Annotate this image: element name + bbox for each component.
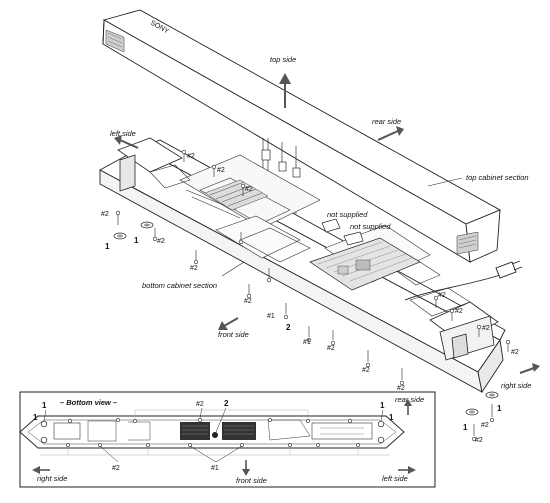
- screw: [246, 284, 252, 299]
- top-side-label: top side: [270, 55, 296, 64]
- top-cabinet-leader: [427, 177, 463, 187]
- callout-h2: #2: [190, 265, 198, 272]
- callout-h2: #2: [187, 153, 195, 160]
- screw: [240, 183, 246, 196]
- callout-h2: #2: [397, 385, 405, 392]
- bottom-view-callout-1-right-lower: 1: [389, 413, 394, 422]
- left-side-arrow: [114, 135, 139, 149]
- callout-h2: #2: [101, 211, 109, 218]
- screw: [476, 324, 482, 337]
- callout-h2: #2: [438, 292, 446, 299]
- foot-left-2: [140, 221, 154, 229]
- callout-h2: #2: [511, 349, 519, 356]
- callout-1: 1: [497, 404, 502, 413]
- callout-h2: #2: [455, 308, 463, 315]
- screws: [115, 149, 511, 442]
- screw: [283, 303, 289, 320]
- callout-1: 1: [105, 242, 110, 251]
- screw: [193, 250, 199, 265]
- screw: [449, 308, 455, 321]
- bottom-view-front-side-label: front side: [236, 476, 267, 485]
- screw: [433, 295, 439, 308]
- bottom-view-callout-h1: #1: [211, 465, 219, 472]
- callout-2: 2: [286, 323, 291, 332]
- rear-side-label: rear side: [372, 117, 401, 126]
- not-supplied-label-1: not supplied: [327, 210, 368, 219]
- bottom-view-rear-side-label: rear side: [395, 395, 424, 404]
- bottom-cabinet: [99, 139, 506, 394]
- screw: [115, 210, 121, 225]
- screw: [489, 404, 495, 423]
- callout-h2: #2: [362, 367, 370, 374]
- bottom-view-left-side-label: left side: [382, 474, 408, 483]
- bottom-view-callout-h2-top: #2: [196, 401, 204, 408]
- left-grill: [105, 29, 125, 53]
- bottom-view-callout-1-left-lower: 1: [33, 413, 38, 422]
- power-cord: [404, 260, 523, 301]
- screw: [181, 149, 187, 162]
- bv-rear-arrow: [404, 399, 412, 415]
- screw: [365, 350, 371, 368]
- top-cabinet: [102, 9, 502, 263]
- bottom-view-right-side-label: right side: [37, 474, 67, 483]
- callout-h2: #2: [217, 167, 225, 174]
- right-grill: [456, 231, 479, 255]
- not-supplied-parts: [321, 218, 364, 246]
- screw: [266, 268, 272, 283]
- foot-right-1: [465, 408, 479, 416]
- callout-1: 1: [134, 236, 139, 245]
- not-supplied-label-2: not supplied: [350, 222, 391, 231]
- bottom-cabinet-leader: [221, 261, 245, 277]
- screw: [152, 228, 158, 242]
- rear-side-arrow: [377, 126, 404, 141]
- callout-h1: #1: [267, 313, 275, 320]
- bottom-cabinet-section-label: bottom cabinet section: [142, 281, 217, 290]
- bottom-view-callout-1-right: 1: [380, 401, 385, 410]
- bv-front-arrow: [242, 460, 250, 476]
- callout-h2: #2: [482, 325, 490, 332]
- left-side-label: left side: [110, 129, 136, 138]
- bv-right-arrow: [32, 466, 50, 474]
- screw: [238, 232, 244, 245]
- callout-1: 1: [463, 423, 468, 432]
- bottom-view-title: – Bottom view –: [60, 398, 117, 407]
- callout-h2: #2: [327, 345, 335, 352]
- screw: [330, 330, 336, 346]
- top-side-arrow: [279, 73, 291, 108]
- left-heatsink: [204, 179, 269, 211]
- callout-h2: #2: [481, 422, 489, 429]
- front-side-label: front side: [218, 330, 249, 339]
- screw: [471, 424, 477, 442]
- top-cabinet-section-label: top cabinet section: [466, 173, 529, 182]
- foot-right-2: [485, 391, 499, 399]
- screw: [399, 368, 405, 386]
- bottom-view-callout-h2-bottom: #2: [112, 465, 120, 472]
- callout-h1: #1: [303, 339, 311, 346]
- bottom-view-inset: – Bottom view –: [19, 391, 436, 488]
- front-side-arrow: [218, 317, 239, 330]
- screw: [211, 164, 217, 177]
- right-side-label: right side: [501, 381, 531, 390]
- screw: [505, 339, 511, 352]
- callout-h2: #2: [157, 238, 165, 245]
- callout-h2: #2: [475, 437, 483, 444]
- main-board: [309, 237, 421, 291]
- callout-h2: #2: [245, 186, 253, 193]
- bv-left-arrow: [398, 466, 416, 474]
- foot-left-1: [113, 232, 127, 240]
- bottom-view-callout-2: 2: [224, 399, 229, 408]
- callout-h2: #2: [244, 298, 252, 305]
- right-side-arrow: [519, 363, 540, 374]
- screw: [306, 326, 312, 343]
- bottom-view-callout-1-left: 1: [42, 401, 47, 410]
